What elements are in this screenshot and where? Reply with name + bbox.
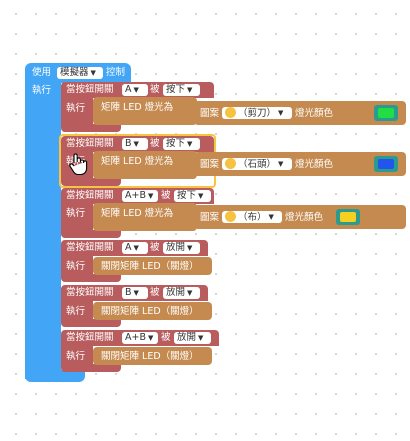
action-dropdown[interactable]: 放開▼ [163,287,200,299]
pattern-label: 圖案 [200,212,220,223]
button-event-spine [61,346,93,366]
color-swatch[interactable] [374,105,398,121]
exec-label: 執行 [66,208,86,219]
button-event-spine [61,204,93,232]
by-label: 被 [150,287,160,298]
matrix-led-command[interactable] [93,151,197,179]
pattern-label: 圖案 [200,108,220,119]
dropdown-arrow-icon: ▼ [147,192,154,200]
pattern-dropdown[interactable]: （剪刀）▼ [222,107,292,119]
hand-emoji-icon [225,158,236,169]
by-label: 被 [150,242,160,253]
dropdown-arrow-icon: ▼ [133,289,139,297]
button-event-bottom [61,274,121,282]
hand-cursor-icon [69,153,88,176]
matrix-led-command[interactable] [93,203,197,231]
button-event-spine [61,256,93,276]
control-label: 控制 [106,67,126,78]
color-swatch-fill [340,212,356,222]
use-label: 使用 [32,67,52,78]
button-event-bottom [61,364,121,372]
pattern-dropdown[interactable]: （布）▼ [222,211,282,223]
dropdown-arrow-icon: ▼ [198,192,204,200]
led-off-command[interactable] [93,347,212,365]
when-label: 當按鈕開關 [66,332,114,343]
color-label: 燈光顏色 [295,108,334,119]
color-swatch[interactable] [374,156,398,172]
button-dropdown[interactable]: A▼ [122,84,148,96]
exec-label: 執行 [66,261,86,272]
button-event-spine [61,98,93,126]
led-off-command[interactable] [93,302,212,320]
color-swatch-fill [378,159,394,169]
hand-emoji-icon [225,211,236,222]
color-label: 燈光顏色 [285,212,324,223]
command-label: 矩陣 LED 燈光為 [101,208,174,219]
dropdown-arrow-icon: ▼ [187,289,193,297]
exec-label: 執行 [32,85,52,96]
color-swatch[interactable] [336,209,360,225]
by-label: 被 [150,138,160,149]
hand-emoji-icon [225,107,236,118]
color-swatch-fill [378,108,394,118]
button-dropdown[interactable]: A▼ [122,242,148,254]
dropdown-arrow-icon: ▼ [133,140,139,148]
dropdown-arrow-icon: ▼ [278,109,284,117]
pattern-dropdown[interactable]: （石頭）▼ [222,158,292,170]
action-dropdown[interactable]: 按下▼ [174,190,211,202]
button-event-bottom [61,230,121,238]
dropdown-arrow-icon: ▼ [90,69,96,77]
command-label: 矩陣 LED 燈光為 [101,156,174,167]
action-dropdown[interactable]: 按下▼ [163,138,200,150]
button-dropdown[interactable]: A+B▼ [122,332,158,344]
action-dropdown[interactable]: 放開▼ [163,242,200,254]
exec-label: 執行 [66,351,86,362]
by-label: 被 [161,332,171,343]
pattern-label: 圖案 [200,159,220,170]
dropdown-arrow-icon: ▼ [147,334,154,342]
command-label: 關閉矩陣 LED（關燈） [101,261,199,272]
button-event-bottom [61,319,121,327]
exec-label: 執行 [66,306,86,317]
dropdown-arrow-icon: ▼ [187,86,193,94]
when-label: 當按鈕開關 [66,287,114,298]
dropdown-arrow-icon: ▼ [133,244,139,252]
command-label: 關閉矩陣 LED（關燈） [101,351,199,362]
dropdown-arrow-icon: ▼ [133,86,139,94]
button-dropdown[interactable]: B▼ [122,138,148,150]
button-dropdown[interactable]: A+B▼ [122,190,158,202]
by-label: 被 [150,84,160,95]
use-device-block-spine [25,83,61,379]
action-dropdown[interactable]: 按下▼ [163,84,200,96]
action-dropdown[interactable]: 放開▼ [174,332,211,344]
dropdown-arrow-icon: ▼ [268,213,274,221]
color-label: 燈光顏色 [295,159,334,170]
matrix-led-command[interactable] [93,97,197,125]
device-dropdown-value: 模擬器 [60,67,89,78]
button-dropdown[interactable]: B▼ [122,287,148,299]
button-event-spine [61,301,93,321]
when-label: 當按鈕開關 [66,190,114,201]
device-dropdown[interactable]: 模擬器▼ [57,67,103,79]
dropdown-arrow-icon: ▼ [187,140,193,148]
command-label: 矩陣 LED 燈光為 [101,102,174,113]
button-event-bottom [61,124,121,132]
when-label: 當按鈕開關 [66,138,114,149]
exec-label: 執行 [66,103,86,114]
dropdown-arrow-icon: ▼ [198,334,204,342]
when-label: 當按鈕開關 [66,84,114,95]
dropdown-arrow-icon: ▼ [187,244,193,252]
use-device-block-bottom [25,370,85,382]
led-off-command[interactable] [93,257,212,275]
button-event-bottom [61,178,121,186]
command-label: 關閉矩陣 LED（關燈） [101,306,199,317]
dropdown-arrow-icon: ▼ [278,160,284,168]
by-label: 被 [161,190,171,201]
when-label: 當按鈕開關 [66,242,114,253]
